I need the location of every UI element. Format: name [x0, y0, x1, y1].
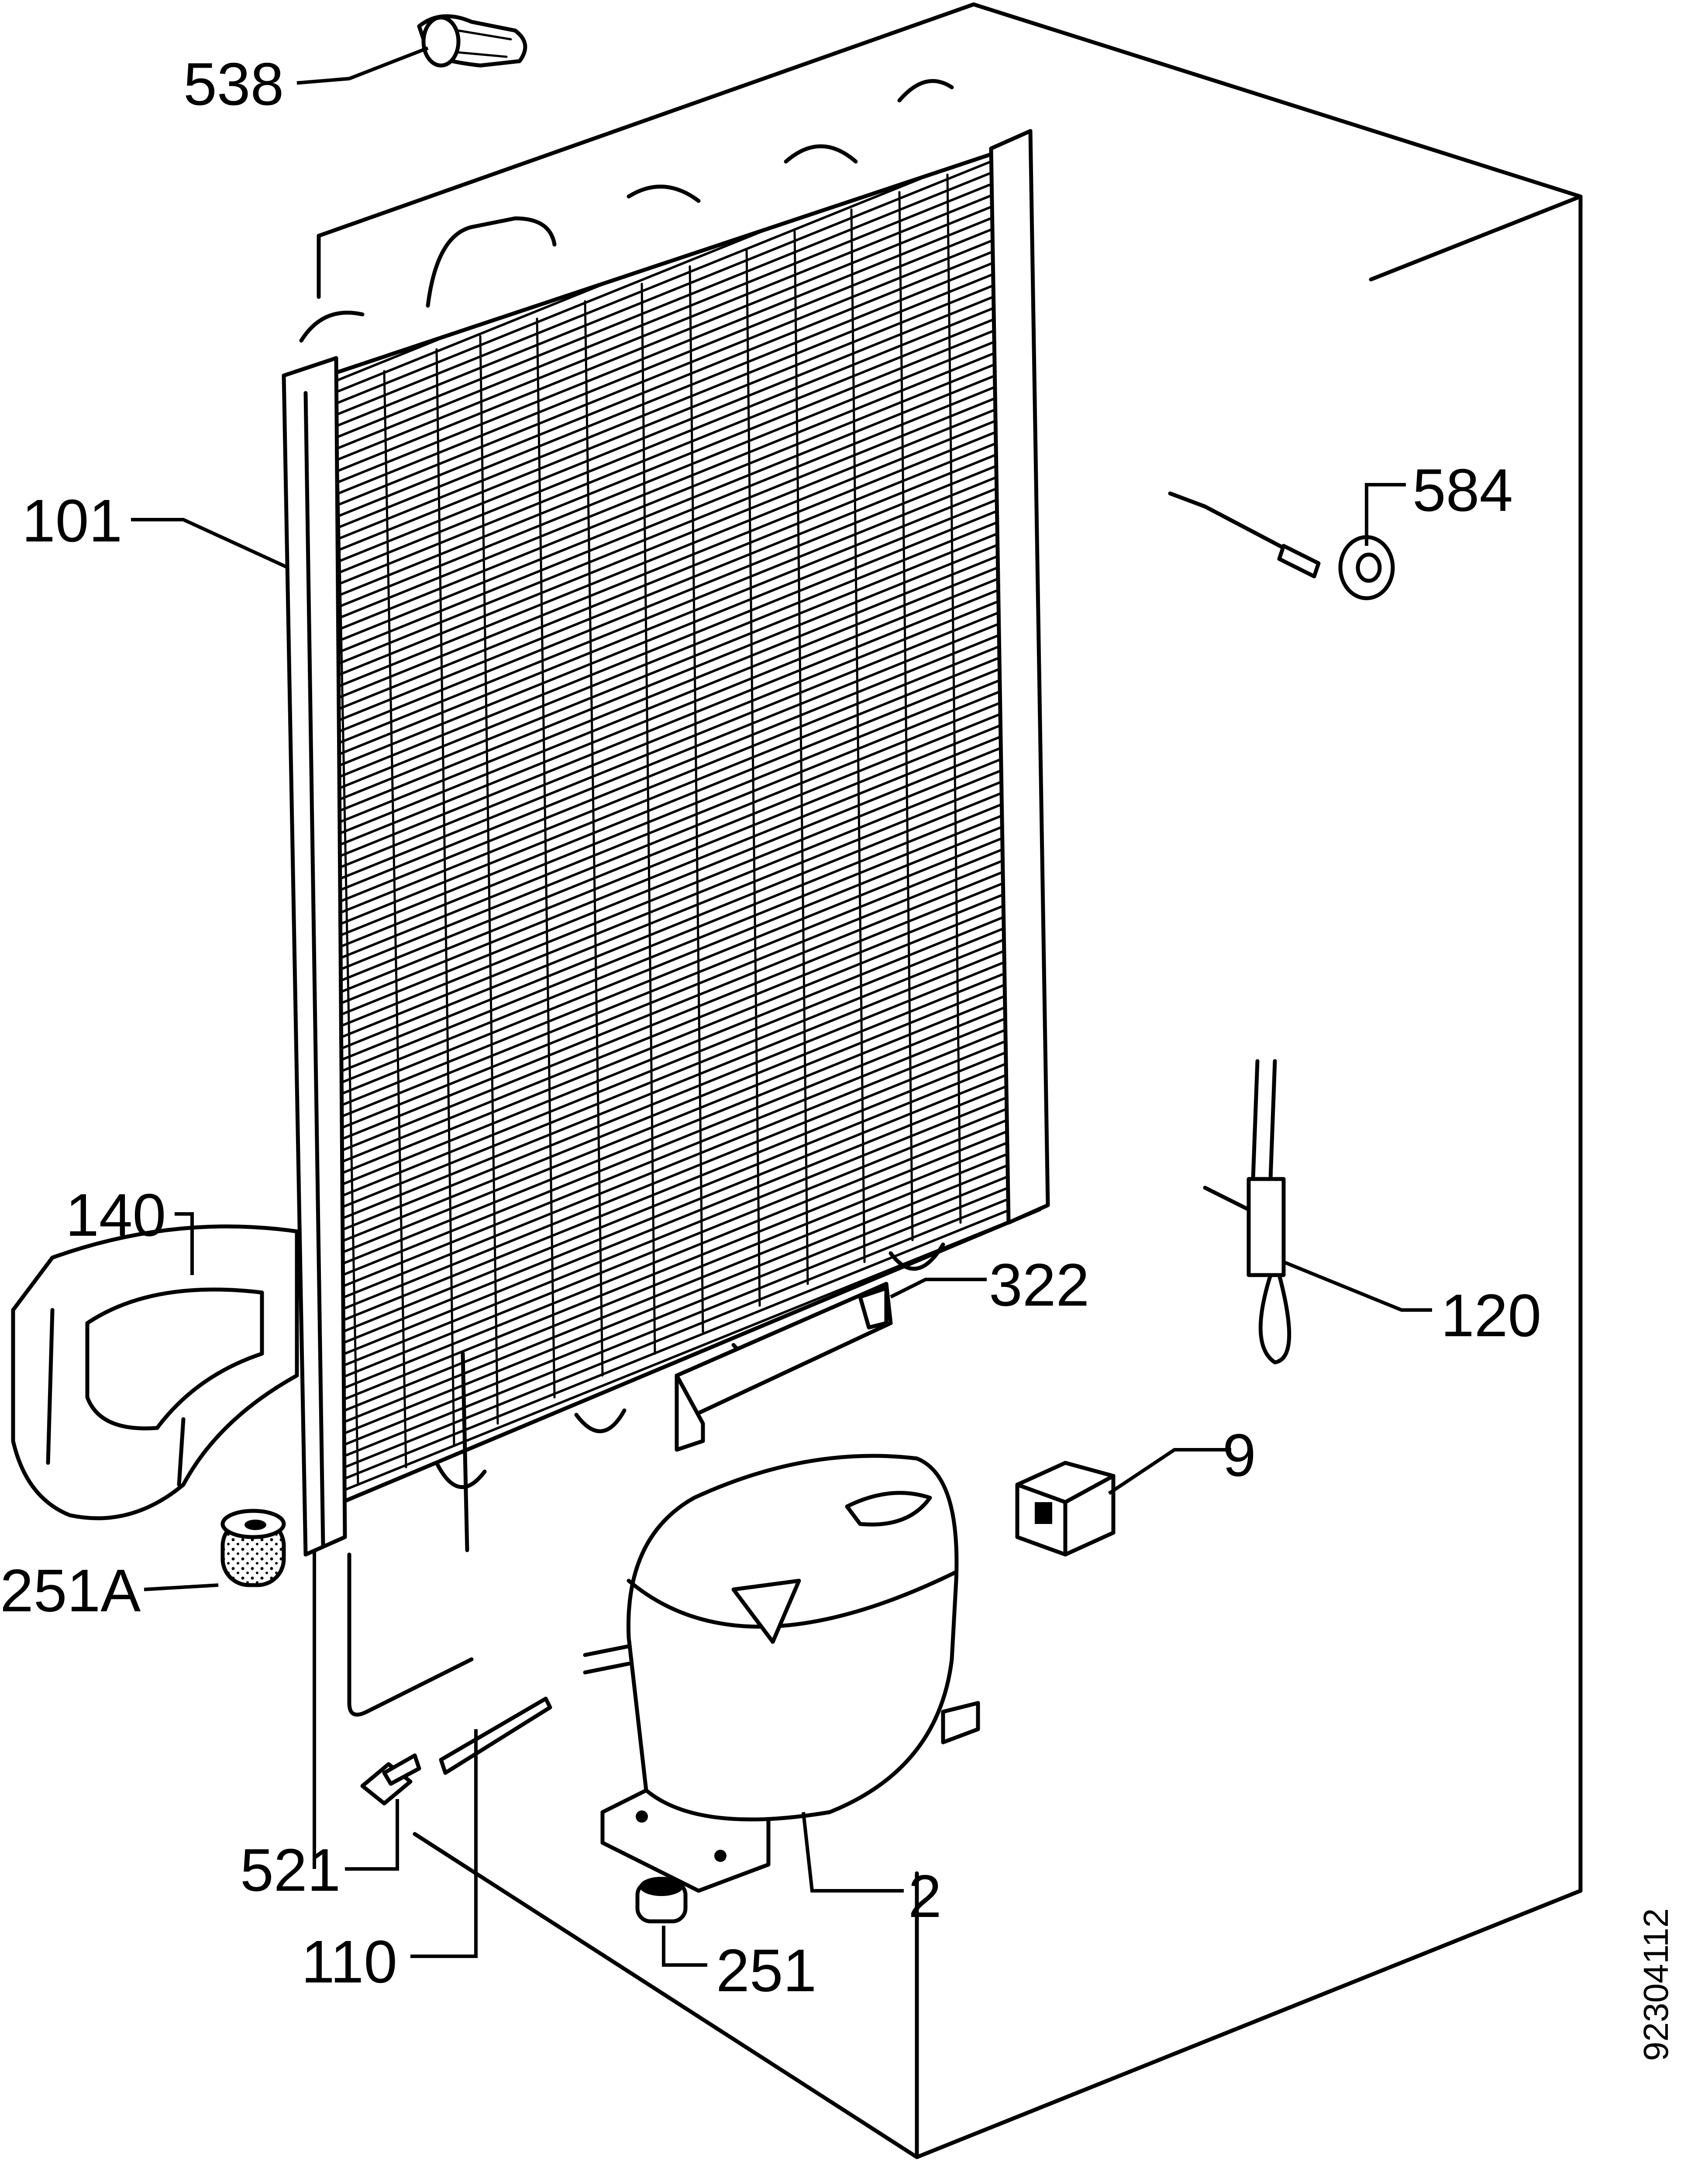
condenser	[282, 79, 1050, 1717]
part-322-bracket	[675, 1282, 893, 1452]
label-101: 101	[22, 487, 122, 555]
label-9: 9	[1222, 1422, 1256, 1489]
part-140-drip-tray	[11, 1224, 299, 1520]
document-number: 92304112	[1636, 1908, 1675, 2061]
label-2: 2	[908, 1863, 942, 1930]
label-110: 110	[301, 1928, 397, 1996]
part-2-compressor	[583, 1454, 980, 1893]
label-251a: 251A	[0, 1557, 141, 1624]
label-140: 140	[65, 1182, 166, 1249]
label-538: 538	[183, 51, 284, 118]
label-322: 322	[989, 1251, 1089, 1319]
part-9-relay	[1015, 1461, 1116, 1557]
part-120-thermostat	[1203, 1059, 1291, 1365]
part-584-sensor	[1168, 491, 1395, 600]
cabinet-body	[317, 2, 1583, 2159]
leader-lines	[131, 46, 1432, 1967]
part-521-screw	[360, 1753, 421, 1806]
label-251: 251	[716, 1937, 816, 2004]
part-251-grommet	[635, 1877, 688, 1924]
label-584: 584	[1412, 457, 1513, 524]
label-120: 120	[1441, 1282, 1541, 1349]
part-110-tube	[439, 1696, 552, 1775]
label-521: 521	[240, 1837, 341, 1904]
part-538-knob	[417, 14, 527, 68]
part-251a-grommet	[220, 1509, 286, 1587]
